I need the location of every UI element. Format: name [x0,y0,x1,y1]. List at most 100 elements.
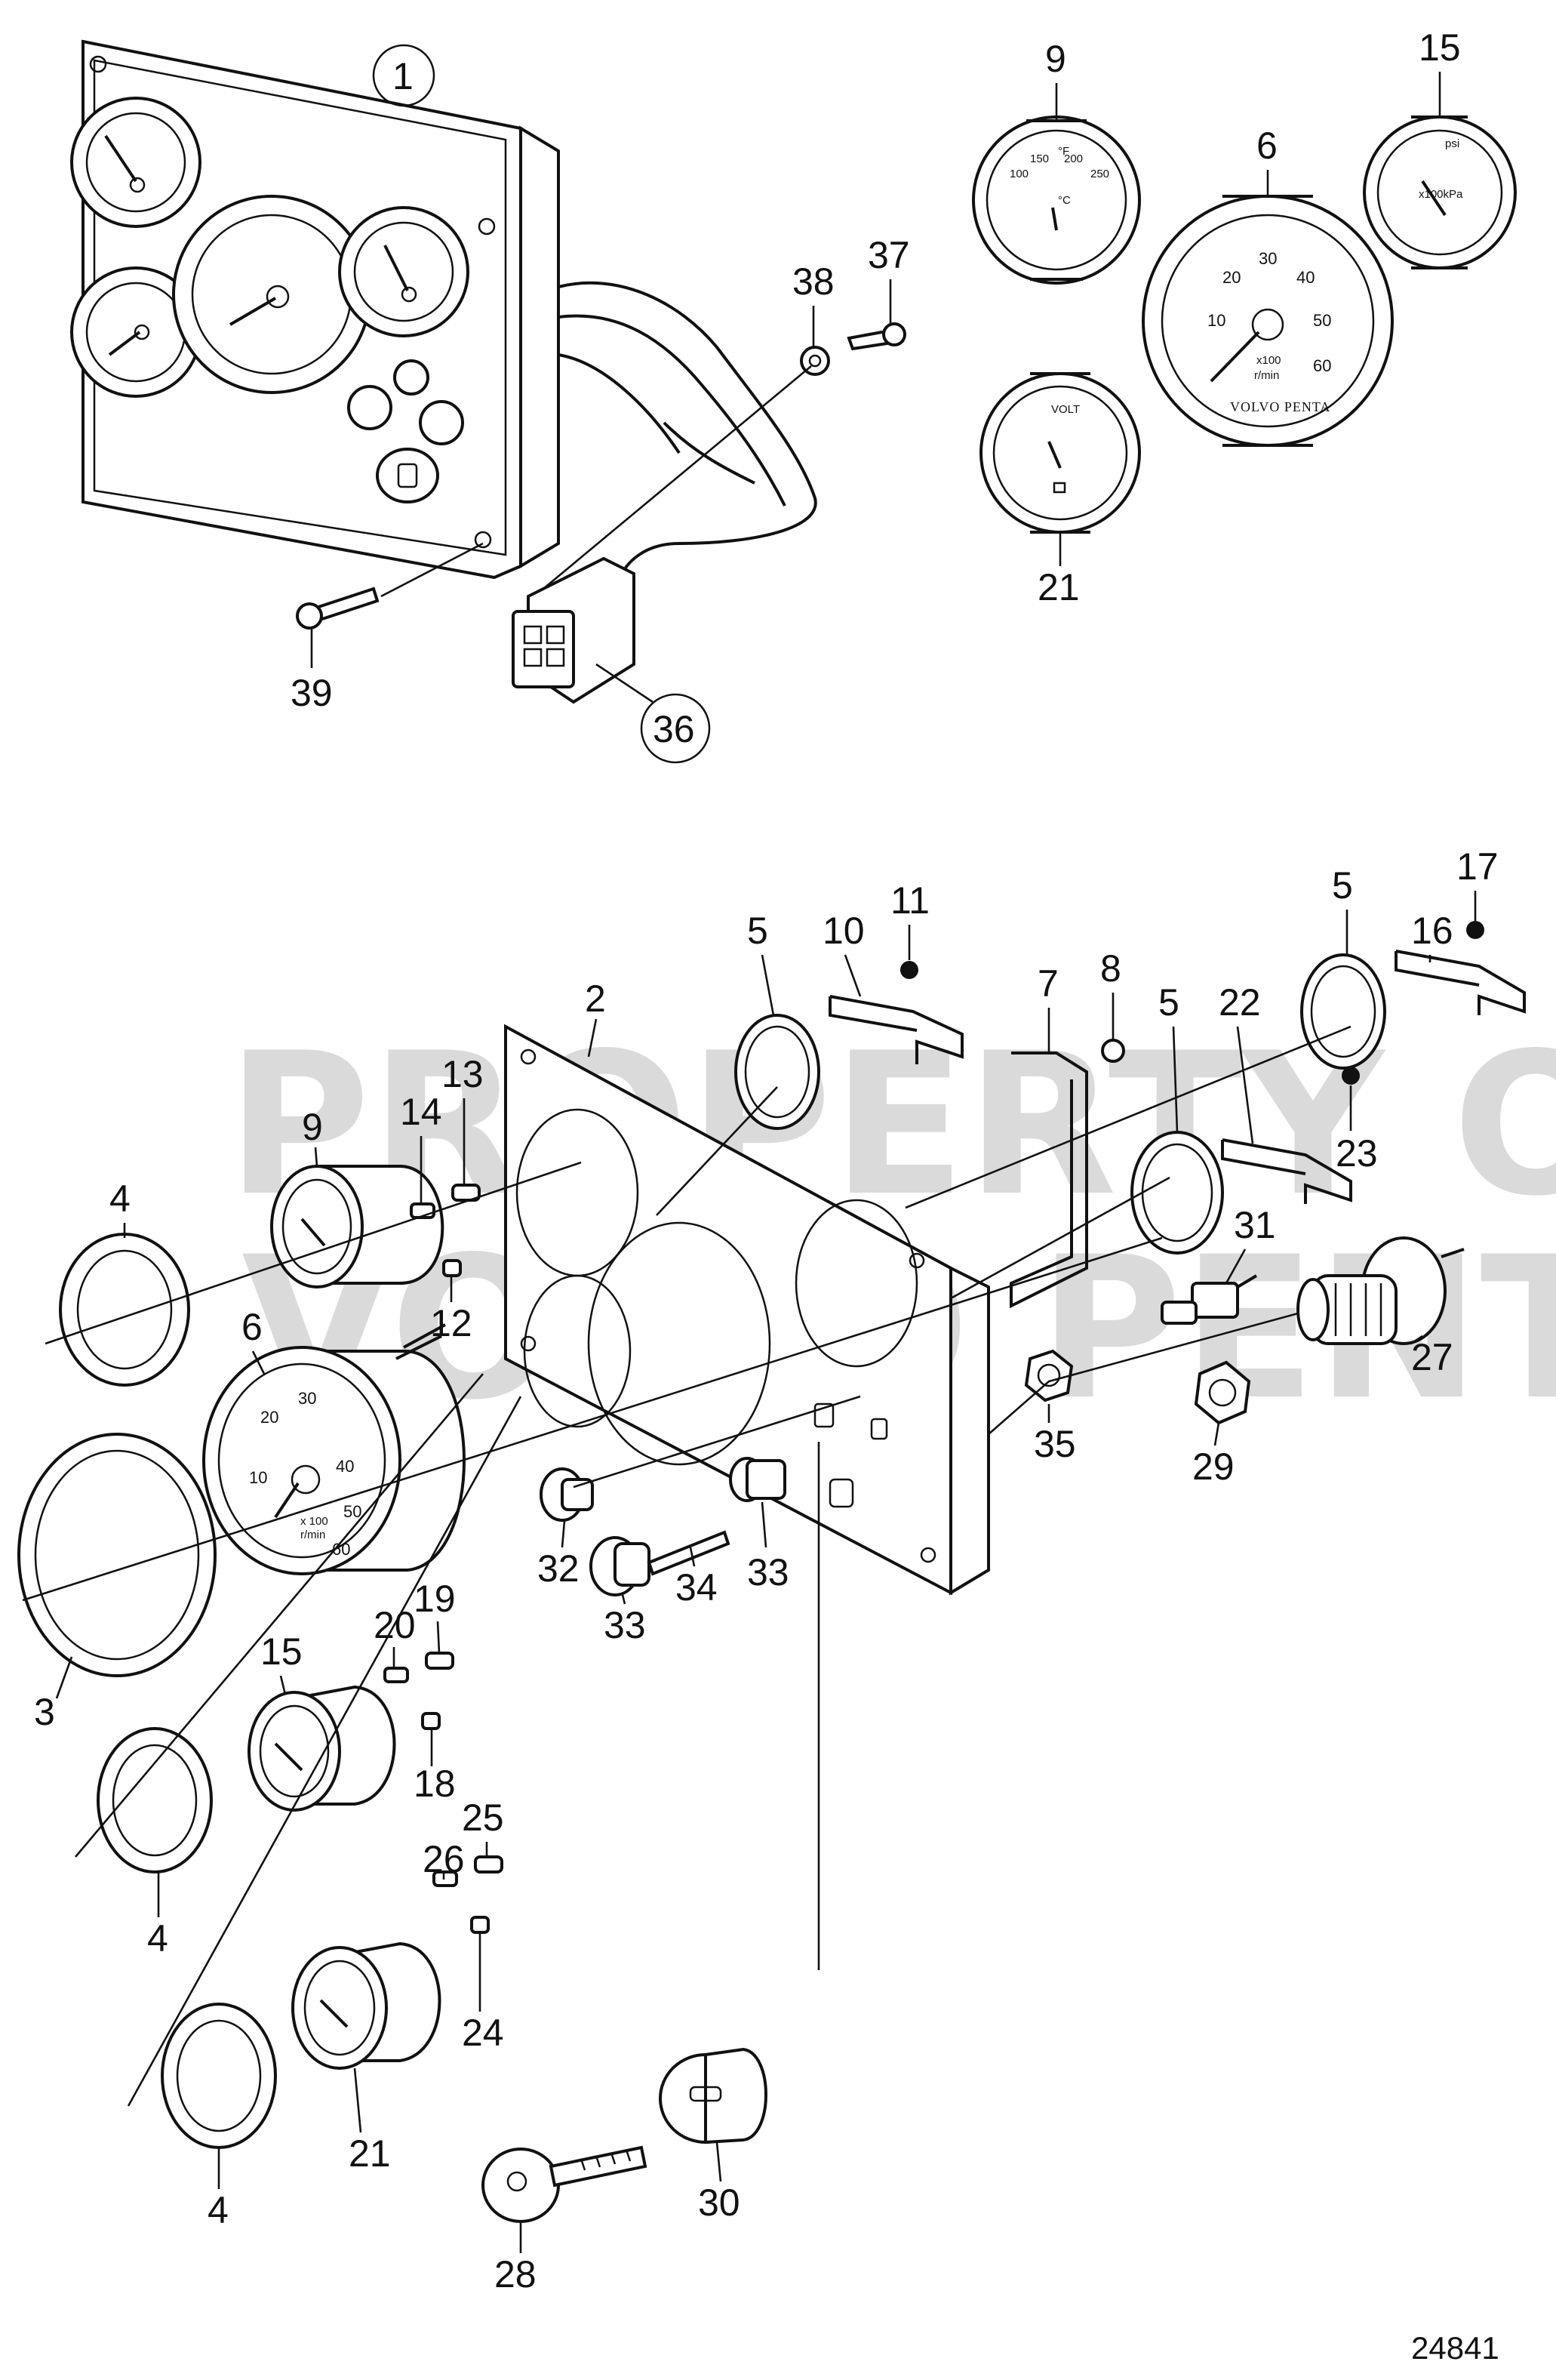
exp-tach-50: 50 [343,1502,361,1521]
exp-tach-10: 10 [249,1468,267,1487]
ignition-switch-27 [1296,1236,1465,1345]
callout-17: 17 [1456,845,1499,888]
callout-32: 32 [537,1547,580,1590]
callout-31: 31 [1234,1204,1276,1246]
callout-14: 14 [400,1091,442,1133]
oil-unit-psi: psi [1445,137,1459,150]
callout-21-top: 21 [1038,566,1080,608]
exploded-gauge-21 [291,1941,441,2070]
callout-24: 24 [462,2012,504,2054]
knob-33a [589,1536,650,1596]
tach-tick-30: 30 [1259,249,1277,268]
callout-15-top: 15 [1419,26,1461,69]
tach-brand: VOLVO PENTA [1230,399,1330,414]
exploded-gauge-15 [248,1685,396,1812]
callout-4a: 4 [109,1178,131,1220]
tach-tick-20: 20 [1222,268,1241,287]
callout-33a: 33 [604,1604,646,1646]
callout-10: 10 [823,910,865,952]
gauge-oil-pressure: psi x100kPa [1363,115,1517,269]
exp-tach-unit1: x 100 [300,1515,328,1528]
callout-21: 21 [349,2132,391,2175]
exp-tach-40: 40 [336,1457,354,1476]
connector-plug [512,556,635,704]
temp-tick-f-2: 150 [1030,152,1049,165]
bezel-3 [17,1433,217,1677]
callout-30: 30 [698,2181,740,2224]
lock-30 [659,2047,767,2144]
callout-12: 12 [430,1302,472,1344]
callout-27: 27 [1411,1336,1453,1378]
tach-tick-50: 50 [1313,311,1331,330]
temp-unit-c: °C [1058,194,1071,207]
oil-unit-kpa: x100kPa [1419,188,1463,201]
callout-39: 39 [291,672,333,714]
exp-tach-unit2: r/min [300,1529,325,1541]
callout-38: 38 [792,260,835,303]
exploded-panel: 20 30 40 50 60 10 x 100 r/min [17,921,1526,2223]
callout-20: 20 [374,1604,416,1646]
callout-13: 13 [441,1053,484,1095]
callout-2: 2 [585,978,606,1020]
callout-4b: 4 [147,1917,168,1960]
bezel-4a [59,1233,190,1387]
callout-11: 11 [890,879,930,922]
callout-3: 3 [34,1691,55,1733]
exp-tach-20: 20 [260,1408,278,1427]
assembled-instrument-panel [70,39,906,704]
temp-tick-f-1: 100 [1010,168,1029,180]
gauge-tachometer: 10 20 30 40 50 60 x100 r/min VOLVO PENTA [1142,195,1394,447]
callout-6-top: 6 [1256,125,1278,167]
tach-tick-10: 10 [1207,311,1225,330]
callout-35: 35 [1034,1423,1076,1465]
callouts: 1 36 37 38 39 9 15 6 21 2 3 4 4 4 5 5 5 … [34,26,1499,2295]
temp-tick-f-4: 250 [1090,168,1109,180]
callout-1: 1 [392,55,414,97]
callout-34: 34 [675,1566,718,1609]
bezel-4c [161,2003,277,2149]
temp-tick-f-3: 200 [1064,152,1083,165]
callout-5b: 5 [1158,981,1179,1024]
callout-36: 36 [653,708,695,750]
callout-18: 18 [414,1763,456,1805]
callout-6: 6 [241,1306,263,1348]
volt-unit: VOLT [1051,403,1080,416]
callout-37: 37 [868,234,910,276]
switch-31 [1161,1274,1258,1325]
gauge-voltmeter: VOLT [979,372,1141,534]
temp-unit-f: °F [1058,145,1069,158]
callout-16: 16 [1411,910,1453,952]
gauge-temperature: °F °C 100 150 200 250 [972,115,1141,285]
tach-tick-40: 40 [1296,268,1315,287]
exp-tach-30: 30 [298,1389,316,1408]
exploded-gauge-9 [270,1165,444,1289]
callout-28: 28 [494,2253,537,2295]
callout-7: 7 [1038,962,1059,1005]
bezel-4b [97,1727,213,1874]
exploded-gauge-6: 20 30 40 50 60 10 x 100 r/min [202,1323,466,1575]
callout-8: 8 [1100,947,1121,990]
figure-number: 24841 [1411,2330,1499,2366]
panel-gauge-tacho [172,195,371,394]
callout-19: 19 [414,1578,456,1620]
panel-gauge-tl [70,97,201,228]
knob-32 [540,1467,594,1522]
tach-tick-60: 60 [1313,356,1331,375]
callout-4c: 4 [208,2189,229,2231]
callout-15: 15 [260,1630,303,1673]
key-28 [481,2145,647,2223]
switch-33b [729,1457,786,1502]
callout-9: 9 [302,1106,323,1148]
callout-25: 25 [462,1797,504,1839]
tach-unit-2: r/min [1254,369,1279,382]
tach-unit-1: x100 [1256,354,1281,367]
panel-gauge-bl [70,266,201,398]
callout-9-top: 9 [1045,38,1066,80]
callout-23: 23 [1336,1132,1378,1175]
callout-22: 22 [1219,981,1261,1024]
callout-5a: 5 [747,910,768,952]
callout-5c: 5 [1332,864,1353,907]
callout-33b: 33 [747,1551,789,1593]
panel-gauge-tr [338,206,469,337]
